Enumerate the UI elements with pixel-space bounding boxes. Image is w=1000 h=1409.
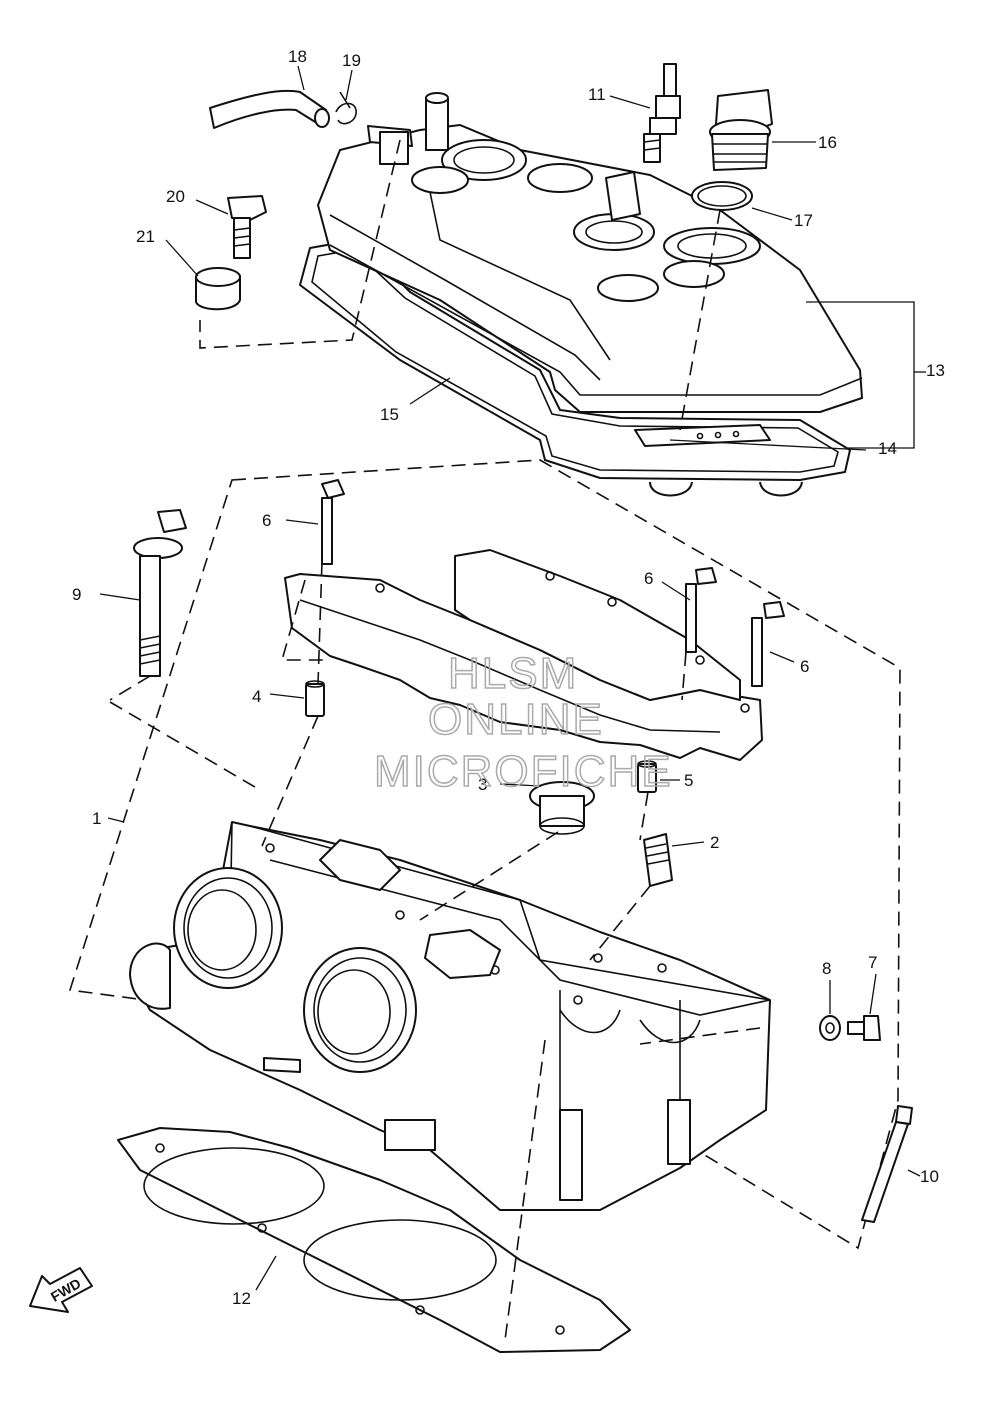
washer [819, 1015, 841, 1041]
callout-6-right: 6 [800, 657, 809, 676]
valve-cover [317, 92, 863, 413]
watermark: HLSM ONLINE MICROFICHE [373, 648, 673, 797]
camshaft-cap [284, 549, 763, 761]
watermark-line-3: MICROFICHE [374, 747, 673, 796]
oil-filler-cap [709, 89, 773, 171]
callout-2: 2 [710, 833, 719, 852]
forward-arrow-icon: FWD [29, 1267, 93, 1313]
callout-13: 13 [926, 361, 945, 380]
dowel-pin-left [305, 680, 325, 717]
callout-19: 19 [342, 51, 361, 70]
spark-plug [643, 63, 681, 163]
callout-12: 12 [232, 1289, 251, 1308]
hose-clip [335, 91, 357, 125]
head-plug [529, 781, 595, 835]
callout-11: 11 [588, 85, 606, 104]
o-ring [691, 181, 753, 211]
callout-18: 18 [288, 47, 307, 66]
callout-6-left: 6 [262, 511, 271, 530]
callout-5: 5 [684, 771, 693, 790]
callout-17: 17 [794, 211, 813, 230]
callout-1: 1 [92, 809, 101, 828]
callout-10: 10 [920, 1167, 939, 1186]
callout-4: 4 [252, 687, 261, 706]
cover-bolt [227, 195, 267, 259]
callout-16: 16 [818, 133, 837, 152]
callout-7: 7 [868, 953, 877, 972]
cap-bolt-middle [685, 567, 717, 653]
head-gasket [117, 1127, 631, 1353]
dowel-pin-right [637, 760, 657, 793]
callout-15: 15 [380, 405, 399, 424]
cover-plate [634, 424, 803, 497]
callout-21: 21 [136, 227, 155, 246]
watermark-line-1: HLSM [448, 649, 578, 698]
callout-9: 9 [72, 585, 81, 604]
callout-14: 14 [878, 439, 897, 458]
cap-bolt-left [321, 479, 345, 565]
long-bolt [861, 1105, 913, 1223]
stud-pipe [643, 833, 673, 887]
head-bolt [133, 509, 187, 677]
cover-grommet [195, 267, 241, 311]
leader-lines [99, 65, 921, 1291]
callout-6-middle: 6 [644, 569, 653, 588]
plug-bolt [847, 1015, 881, 1041]
callout-3: 3 [478, 775, 487, 794]
cap-bolt-right [751, 601, 785, 687]
cylinder-head [129, 821, 771, 1211]
callout-20: 20 [166, 187, 185, 206]
breather-hose [209, 89, 330, 129]
callout-8: 8 [822, 959, 831, 978]
watermark-line-2: ONLINE [428, 695, 604, 744]
